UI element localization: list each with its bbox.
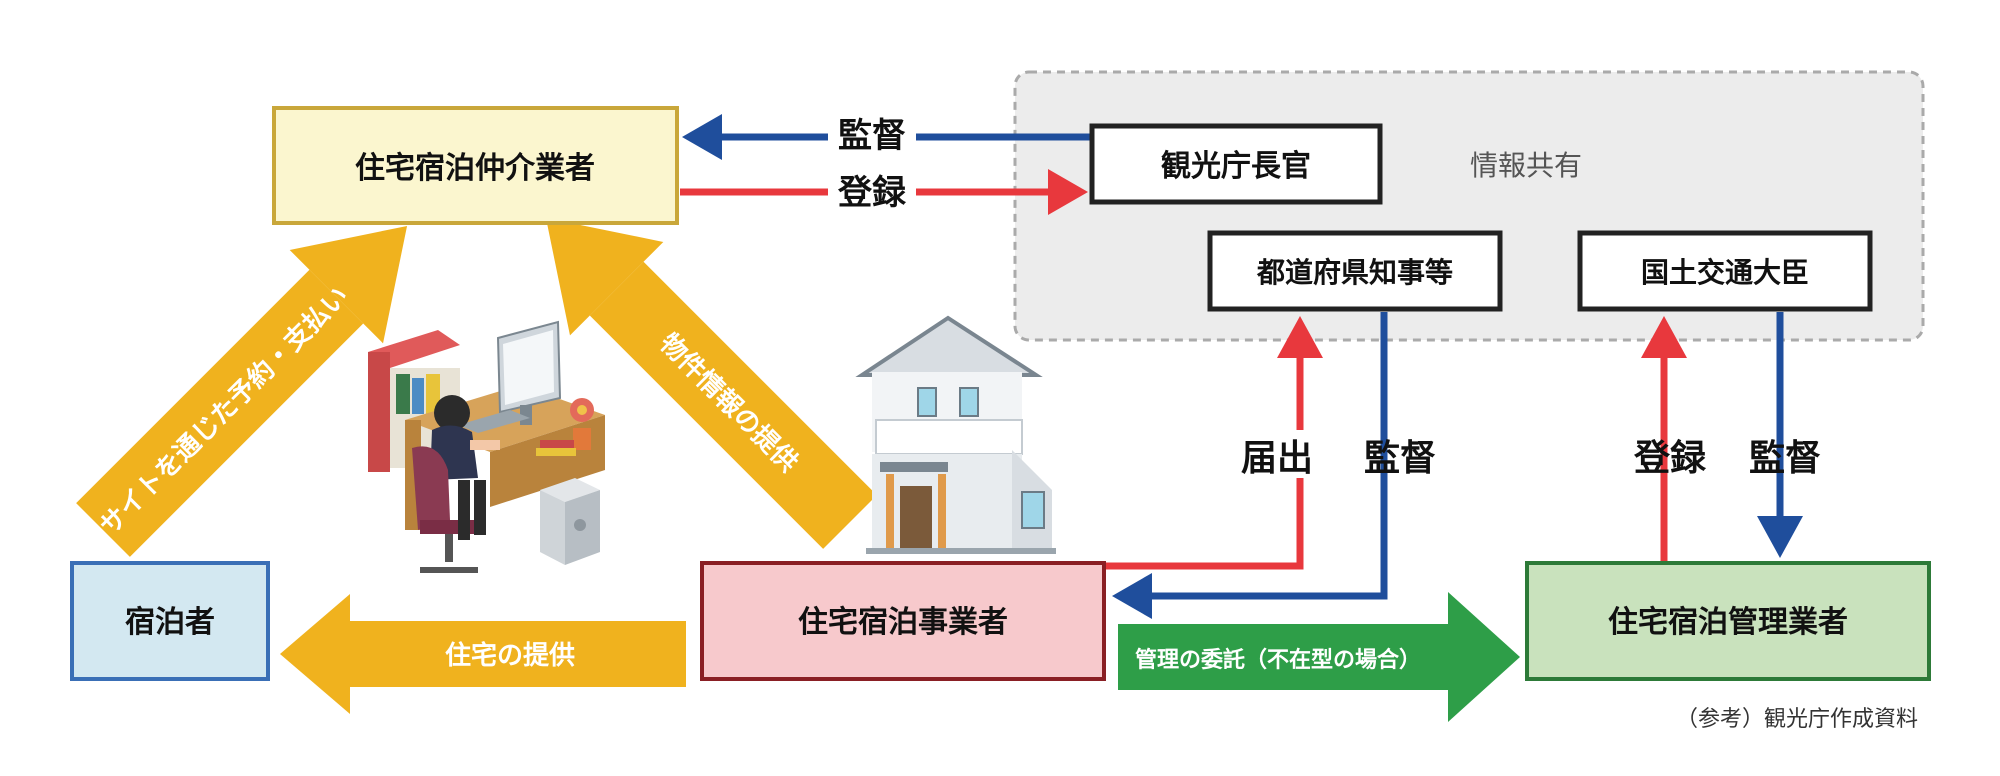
mlit-minister-label: 国土交通大臣 [1641,256,1809,289]
notify-label-bg [1236,430,1318,478]
intermediary-label: 住宅宿泊仲介業者 [355,151,595,186]
supervise-pref-arrow [1112,312,1388,619]
source-note: （参考）観光庁作成資料 [1676,707,1918,732]
house-illustration [855,315,1056,554]
register-top-label-bg [828,168,916,212]
guest-node: 宿泊者 [70,561,270,681]
prefectural-governor-node: 都道府県知事等 [1207,230,1503,312]
register-mlit-label: 登録 [1633,438,1707,479]
supervise-mlit-label: 監督 [1749,438,1821,479]
mlit-minister-node: 国土交通大臣 [1577,230,1873,312]
tourism-commissioner-label: 観光庁長官 [1161,149,1311,184]
housing-provision-arrow: 住宅の提供 [280,594,686,714]
prefectural-governor-label: 都道府県知事等 [1256,256,1453,289]
management-entrust-arrow: 管理の委託（不在型の場合） [1118,592,1520,722]
operator-node: 住宅宿泊事業者 [700,561,1106,681]
supervise-top-label: 監督 [838,116,906,156]
management-entrust-label: 管理の委託（不在型の場合） [1135,647,1421,673]
info-sharing-label: 情報共有 [1470,149,1582,182]
manager-node: 住宅宿泊管理業者 [1525,561,1931,681]
booking-arrow-label: サイトを通じた予約・支払い [94,280,355,541]
register-mlit-arrow [1641,316,1687,562]
supervise-pref-label: 監督 [1364,438,1436,479]
notify-label: 届出 [1241,438,1313,479]
operator-label: 住宅宿泊事業者 [798,605,1008,640]
notify-arrow [1105,316,1323,570]
supervise-mlit-arrow [1757,312,1803,558]
guest-label: 宿泊者 [125,605,215,640]
register-top-label: 登録 [837,173,907,213]
manager-label: 住宅宿泊管理業者 [1608,605,1848,640]
tourism-commissioner-node: 観光庁長官 [1089,123,1383,205]
intermediary-node: 住宅宿泊仲介業者 [272,106,679,225]
supervise-top-label-bg [828,112,916,156]
housing-provision-label: 住宅の提供 [445,640,575,671]
office-worker-illustration [368,320,605,573]
